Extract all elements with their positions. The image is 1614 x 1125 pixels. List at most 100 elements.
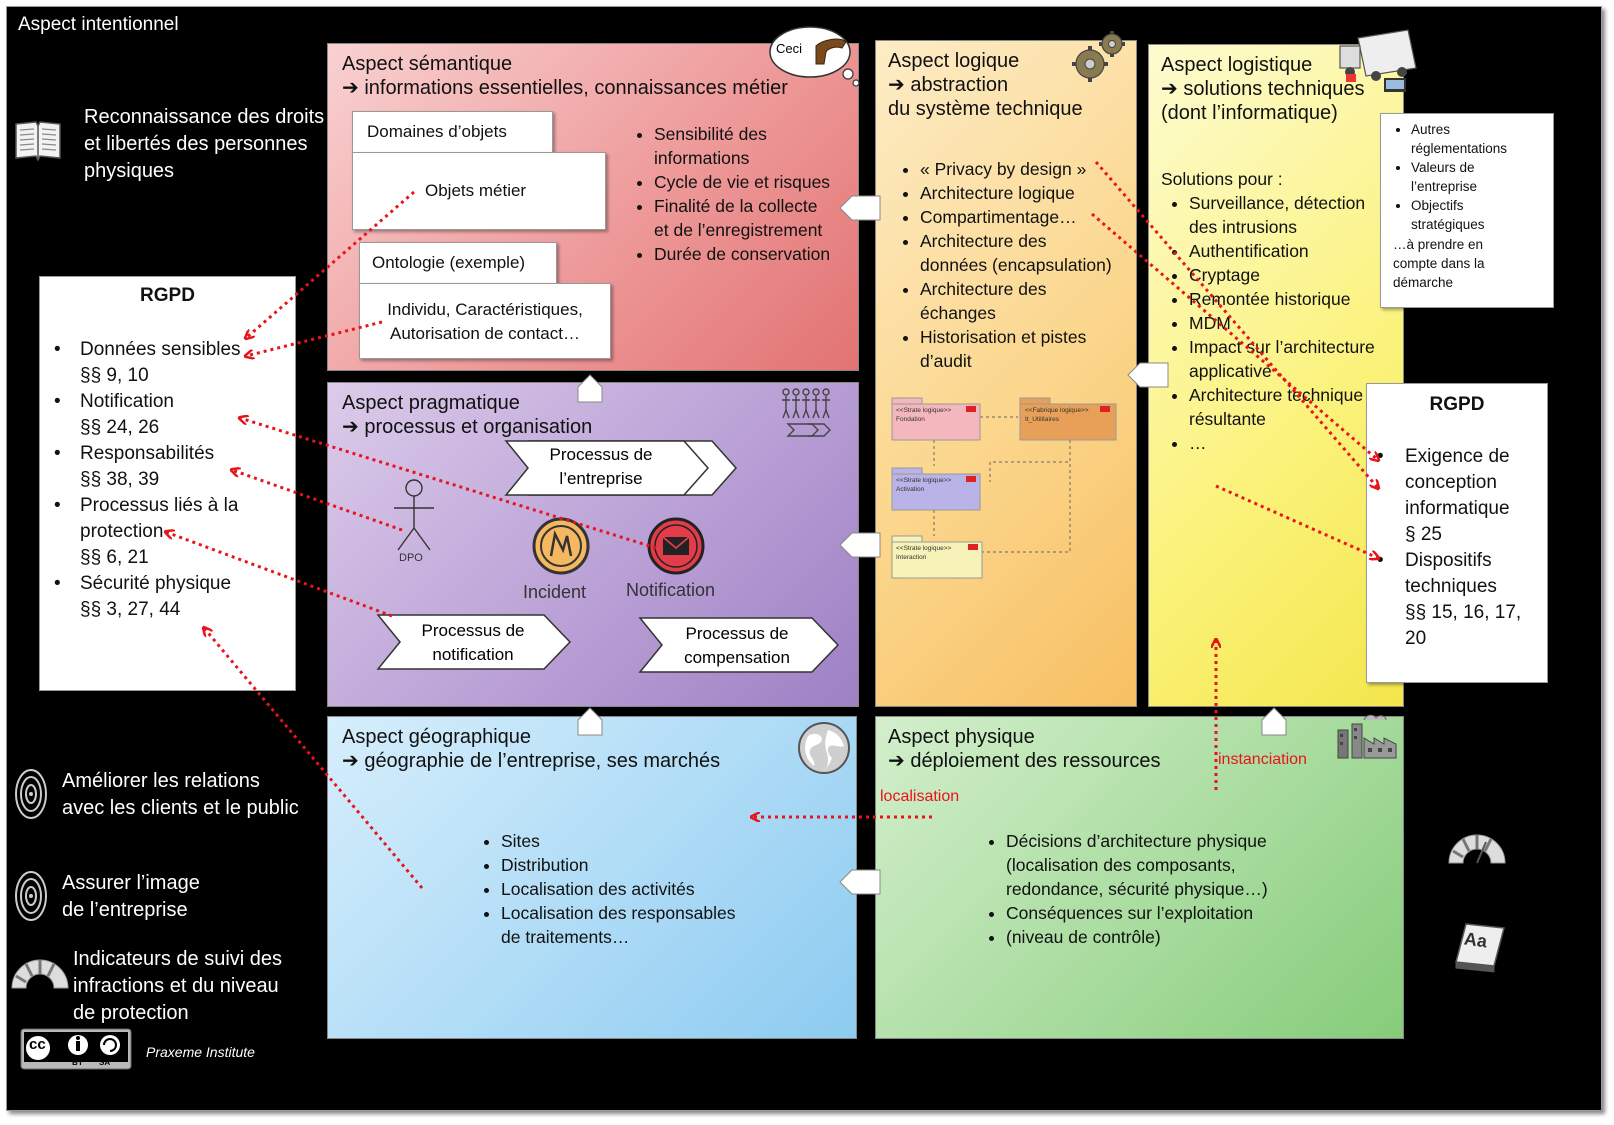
- logistique-title: Aspect logistique: [1161, 54, 1313, 76]
- geographique-title: Aspect géographique: [342, 726, 532, 748]
- ontologie-content-box: Individu, Caractéristiques, Autorisation…: [359, 283, 611, 359]
- uml-utilitaires-label: <<Fabrique logique>> It_Utilitaires: [1025, 407, 1089, 423]
- panel-geographique: Aspect géographique ➔ géographie de l’en…: [327, 716, 857, 1039]
- arrow-notification-to-rgpd: [240, 418, 657, 550]
- semantique-bullet-item: Finalité de la collecte et de l’enregist…: [654, 194, 874, 242]
- geographique-bullet-item: Distribution: [501, 853, 801, 877]
- relations-statement: Améliorer les relations avec les clients…: [62, 770, 299, 819]
- domaines-box: Domaines d’objets: [352, 111, 553, 153]
- logique-bullet-item: Architecture des données (encapsulation): [920, 229, 1154, 277]
- physique-bullet-item: Conséquences sur l’exploitation: [1006, 901, 1326, 925]
- cc-label: cc: [29, 1036, 46, 1053]
- logistique-bullet-item: Authentification: [1189, 239, 1421, 263]
- image-statement: Assurer l’image de l’entreprise: [62, 872, 200, 921]
- uml-logical-diagram: [890, 392, 1130, 597]
- logistique-bullet-item: MDM: [1189, 311, 1421, 335]
- logique-bullets: « Privacy by design »Architecture logiqu…: [896, 157, 1154, 373]
- thought-bubble-icon: [766, 22, 862, 93]
- objets-box: Objets métier: [352, 152, 606, 230]
- logique-subtitle: ➔ abstraction du système technique: [888, 74, 1083, 120]
- semantique-bullet-item: Sensibilité des informations: [654, 122, 874, 170]
- dictionary-book-label: Aa: [1462, 928, 1489, 952]
- semantique-bullet-item: Durée de conservation: [654, 242, 874, 266]
- rgpd-left-item-ref: §§ 9, 10: [80, 365, 149, 386]
- rgpd-right-item: •Exigence de conception informatique § 2…: [1375, 444, 1521, 548]
- logistique-solutions-heading: Solutions pour :: [1161, 169, 1283, 189]
- arrow-geo-to-rgpd: [204, 628, 424, 889]
- notification-icon: [646, 516, 706, 581]
- license-sa-label: SA: [99, 1058, 111, 1067]
- bullet-dot: •: [54, 495, 61, 516]
- autres-bullet-item: Valeurs de l’entreprise: [1411, 158, 1561, 196]
- arrow-logistique-to-rgpd-right: [1215, 484, 1378, 558]
- rgpd-left-item-ref: §§ 3, 27, 44: [80, 599, 181, 620]
- logistique-bullet-item: Cryptage: [1189, 263, 1421, 287]
- logique-bullet-item: Compartimentage…: [920, 205, 1154, 229]
- objets-label: Objets métier: [425, 181, 527, 200]
- autres-list: Autres réglementationsValeurs de l’entre…: [1387, 120, 1561, 234]
- logistique-bullet-item: Remontée historique: [1189, 287, 1421, 311]
- rights-statement: Reconnaissance des droits et libertés de…: [84, 106, 325, 182]
- ontologie-label: Ontologie (exemple): [372, 253, 526, 272]
- geographique-subtitle: ➔ géographie de l’entreprise, ses marché…: [342, 750, 721, 772]
- rgpd-right-title: RGPD: [1429, 394, 1485, 415]
- notification-label: Notification: [626, 580, 716, 600]
- dictionary-book-icon: [1452, 918, 1508, 979]
- uml-fondation-label: <<Strate logique>> Fondation: [896, 407, 952, 423]
- physique-bullets: Décisions d’architecture physique (local…: [982, 829, 1326, 949]
- people-icon: [778, 386, 834, 443]
- rgpd-left-item-label: Sécurité physique: [80, 573, 232, 594]
- truck-icon: [1336, 28, 1420, 101]
- geographique-bullets: SitesDistributionLocalisation des activi…: [477, 829, 801, 949]
- bullet-dot: •: [54, 443, 61, 464]
- pragmatique-subtitle: ➔ processus et organisation: [342, 416, 593, 438]
- cc-license-badge: [20, 1028, 132, 1077]
- incident-icon: [531, 516, 591, 581]
- processus-entreprise-shape: [500, 438, 740, 503]
- autres-footer: …à prendre en compte dans la démarche: [1393, 237, 1485, 290]
- logistique-subtitle: ➔ solutions techniques (dont l’informati…: [1161, 78, 1365, 124]
- uml-interaction-label: <<Strate logique>> Interaction: [896, 545, 952, 561]
- pragmatique-title: Aspect pragmatique: [342, 392, 520, 414]
- semantique-title: Aspect sémantique: [342, 53, 513, 75]
- semantique-subtitle: ➔ informations essentielles, connaissanc…: [342, 77, 788, 99]
- autres-box: Autres réglementationsValeurs de l’entre…: [1380, 113, 1554, 308]
- geographique-bullet-item: Sites: [501, 829, 801, 853]
- logique-bullet-item: Architecture des échanges: [920, 277, 1154, 325]
- rgpd-left-item-label: Processus liés à la protection: [80, 495, 239, 542]
- physique-bullet-item: (niveau de contrôle): [1006, 925, 1326, 949]
- rgpd-left-item-label: Responsabilités: [80, 443, 215, 464]
- gauge-icon-right: [1446, 830, 1508, 871]
- target-icon-image: [14, 870, 48, 927]
- panel-logistique: Aspect logistique ➔ solutions techniques…: [1148, 44, 1404, 707]
- semantique-bullets: Sensibilité des informationsCycle de vie…: [630, 122, 874, 266]
- logistique-bullet-item: …: [1189, 431, 1421, 455]
- rgpd-left-item: •Responsabilités§§ 38, 39: [54, 441, 241, 493]
- arrow-objets-to-donnees: [246, 190, 415, 338]
- factory-icon: [1334, 712, 1400, 765]
- globe-icon: [796, 720, 852, 781]
- logique-title: Aspect logique: [888, 50, 1020, 72]
- book-icon: [14, 118, 62, 167]
- rgpd-left-item-ref: §§ 6, 21: [80, 547, 149, 568]
- rgpd-left-item-ref: §§ 24, 26: [80, 417, 160, 438]
- dpo-label: DPO: [399, 552, 423, 564]
- bullet-dot: •: [54, 339, 61, 360]
- processus-entreprise-label: Processus de l’entreprise: [549, 445, 653, 488]
- processus-compensation-label: Processus de compensation: [684, 624, 790, 667]
- instanciation-label: instanciation: [1218, 751, 1307, 768]
- logique-bullet-item: Historisation et pistes d’audit: [920, 325, 1154, 373]
- logistique-bullet-item: Surveillance, détection des intrusions: [1189, 191, 1421, 239]
- logistique-bullet-item: Architecture technique résultante: [1189, 383, 1421, 431]
- rgpd-left-item: •Données sensibles§§ 9, 10: [54, 337, 241, 389]
- ontologie-content: Individu, Caractéristiques, Autorisation…: [387, 300, 583, 343]
- rgpd-left-item-label: Notification: [80, 391, 174, 412]
- logistique-bullets: Surveillance, détection des intrusionsAu…: [1165, 191, 1421, 455]
- rgpd-right-list: •Exigence de conception informatique § 2…: [1375, 444, 1521, 652]
- panel-physique: Aspect physique ➔ déploiement des ressou…: [875, 716, 1404, 1039]
- rgpd-left-item: •Sécurité physique§§ 3, 27, 44: [54, 571, 241, 623]
- uml-activation-label: <<Strate logique>> Activation: [896, 477, 952, 493]
- gears-icon: [1066, 28, 1128, 93]
- physique-subtitle: ➔ déploiement des ressources: [888, 750, 1161, 772]
- autres-bullet-item: Autres réglementations: [1411, 120, 1561, 158]
